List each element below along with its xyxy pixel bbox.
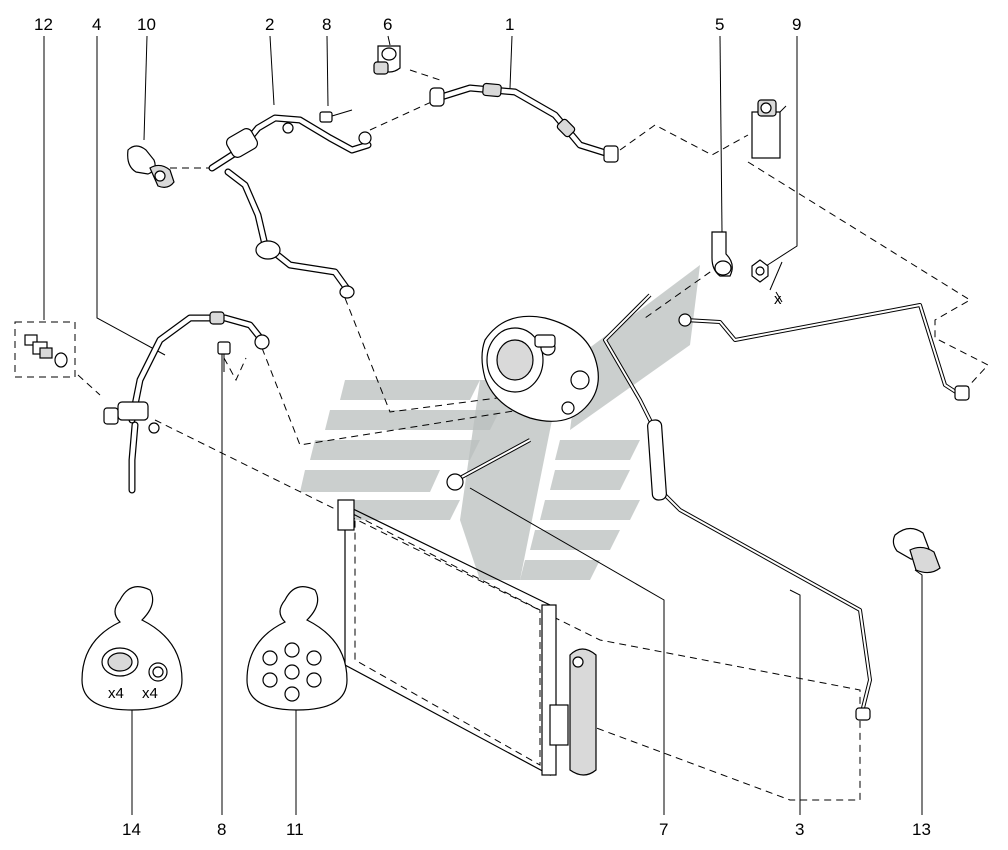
bracket-part-5 [711,231,733,277]
compressor [481,315,599,422]
kit-14-quantity-left: x4 [108,685,124,702]
callout-13: 13 [912,820,931,839]
bag-kit-part-14 [81,586,183,711]
callout-9: 9 [792,15,801,34]
callout-10: 10 [137,15,156,34]
watermark-logo [300,265,700,580]
clip-part-13 [892,527,941,574]
clip-part-10 [127,145,175,188]
callout-8-top: 8 [322,15,331,34]
callout-11: 11 [286,820,304,839]
callout-6: 6 [383,15,392,34]
grommet-part-6 [373,45,401,75]
callout-7: 7 [659,820,668,839]
callout-4: 4 [92,15,101,34]
pressure-switch-part-12 [14,321,76,378]
callout-8-bottom: 8 [217,820,226,839]
callout-5: 5 [715,15,724,34]
axis-x-label: x [774,291,782,308]
bolt-part-8-top [319,109,353,123]
long-bolt-part-7 [446,438,531,491]
hose-part-4 [103,311,270,494]
condenser [337,499,597,777]
hose-part-1 [429,82,619,163]
callout-14: 14 [122,820,141,839]
hose-part-2 [208,114,372,299]
pipe-part-3 [603,293,970,721]
expansion-valve [751,99,787,159]
callout-2: 2 [265,15,274,34]
bolt-part-8-middle [217,341,231,372]
dashed-connections [77,69,989,801]
callout-12: 12 [34,15,53,34]
kit-14-quantity-right: x4 [142,685,158,702]
callout-numbers: 1 2 3 4 5 6 7 8 8 9 10 11 12 13 14 [34,15,931,839]
callout-3: 3 [795,820,804,839]
callout-1: 1 [505,15,514,34]
leader-lines [43,35,923,815]
seal-ring-kit-part-11 [246,586,348,711]
nut-part-9 [751,259,783,303]
